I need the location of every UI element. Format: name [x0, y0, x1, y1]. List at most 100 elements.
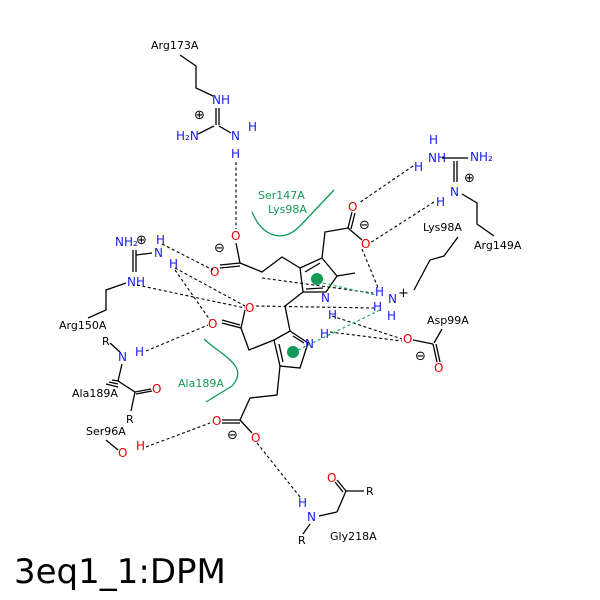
residue-label-arg150: Arg150A: [59, 319, 107, 332]
atom-o: O: [208, 317, 217, 331]
bond: [239, 419, 253, 434]
atom-h: H: [248, 120, 257, 134]
double-bond: [304, 262, 321, 273]
atom-n: N: [231, 129, 240, 143]
atom-nh: NH: [212, 93, 230, 107]
plus-charge: ⊕: [136, 233, 147, 248]
bond: [219, 265, 241, 269]
atom-o: O: [210, 265, 219, 279]
double-bond: [305, 287, 324, 290]
ligand-dpm: N H O O ⊖ O ⊖ O N H O O: [208, 200, 370, 445]
atom-nh2: NH₂: [470, 150, 493, 164]
bond: [336, 479, 347, 492]
bond: [336, 490, 347, 513]
atom-nh: NH: [127, 275, 145, 289]
plus-charge: ⊕: [464, 171, 475, 186]
residue-label-arg149: Arg149A: [474, 239, 522, 252]
residue-arg173: Arg173A NH ⊕ H₂N N H H: [151, 39, 257, 161]
cation-pi-lower: [297, 309, 381, 351]
bond: [221, 322, 242, 329]
hbond-asp99-nh: [331, 315, 403, 340]
cation-pi-upper: [322, 282, 377, 296]
minus-charge: ⊖: [359, 218, 370, 233]
pi-centroid-upper: [311, 273, 323, 285]
residue-label-lys98: Lys98A: [423, 221, 462, 234]
hydrophobic-contacts: Ser147A Lys98A Ala189A: [178, 189, 335, 403]
atom-h2n: H₂N: [176, 129, 199, 143]
residue-arg149: H NH H NH₂ ⊕ N H Arg149A: [414, 133, 522, 252]
atom-o: O: [348, 200, 357, 214]
atom-o: O: [231, 229, 240, 243]
atom-o: O: [118, 446, 127, 460]
atom-o: O: [403, 332, 412, 346]
residue-label-ser96: Ser96A: [86, 425, 126, 438]
bond: [347, 227, 363, 241]
hbond-ser96-o: [145, 422, 211, 448]
atom-r: R: [366, 485, 374, 498]
propionate-arm-upper: [239, 256, 301, 273]
residue-label-arg173: Arg173A: [151, 39, 199, 52]
atom-o: O: [152, 382, 161, 396]
atom-h: H: [320, 327, 329, 341]
atom-h: H: [429, 133, 438, 147]
bond: [130, 391, 136, 412]
minus-charge: ⊖: [415, 349, 426, 364]
residue-label-gly218: Gly218A: [330, 530, 377, 543]
pyrrole-ring-upper: [299, 257, 338, 293]
hbond-arg149-o2: [369, 201, 435, 244]
bond: [235, 242, 241, 264]
pyrrole-ring-lower: [273, 330, 309, 369]
atom-h: H: [387, 309, 396, 323]
atom-h: H: [135, 345, 144, 359]
bond: [240, 309, 246, 329]
plus-charge: ⊕: [194, 108, 205, 123]
bond: [432, 343, 438, 363]
hydrophobic-label-lys98: Lys98A: [268, 203, 307, 216]
stereo-bond: [105, 379, 119, 388]
acetate-arm-lower: [240, 327, 275, 351]
atom-o: O: [251, 431, 260, 445]
atom-h: H: [373, 300, 382, 314]
hbond-lys98-o2: [255, 305, 375, 309]
atom-n: N: [154, 246, 163, 260]
atom-h: H: [231, 147, 240, 161]
atom-n: N: [118, 350, 127, 364]
atom-h: H: [328, 308, 337, 322]
atom-h: H: [156, 233, 165, 247]
hbond-arg149-o1: [358, 165, 414, 204]
minus-charge: ⊖: [214, 241, 225, 256]
bond: [433, 328, 443, 344]
atom-h: H: [436, 195, 445, 209]
atom-n: N: [307, 510, 316, 524]
bond: [219, 262, 241, 266]
atom-r: R: [126, 413, 134, 426]
bond: [197, 125, 215, 135]
atom-nh: NH: [428, 151, 446, 165]
residue-label-asp99: Asp99A: [427, 314, 469, 327]
hbond-arg150-o3: [174, 269, 211, 321]
bond: [135, 390, 153, 395]
pi-centroid-lower: [287, 346, 299, 358]
bond: [221, 319, 241, 326]
residue-label-ala189: Ala189A: [72, 387, 118, 400]
plus-charge: +: [398, 286, 409, 301]
atom-o: O: [327, 471, 336, 485]
bond: [334, 481, 344, 493]
atom-h: H: [414, 160, 423, 174]
atom-o: O: [434, 361, 443, 375]
bond: [318, 511, 338, 517]
lys98-sidechain: [413, 236, 459, 291]
hbond-arg150-o1: [161, 243, 214, 271]
bond: [435, 343, 441, 363]
atom-h: H: [375, 285, 384, 299]
atom-h: H: [136, 439, 145, 453]
atom-o: O: [245, 301, 254, 315]
minus-charge: ⊖: [227, 428, 238, 443]
hbond-lys98-o: [361, 248, 380, 291]
bond: [135, 252, 153, 256]
residue-arg150: NH₂ ⊕ H N H NH Arg150A: [59, 233, 178, 332]
bond: [412, 339, 434, 345]
acetate-arm-upper: [321, 227, 349, 259]
residue-gly218: O R H N R Gly218A: [298, 471, 377, 547]
